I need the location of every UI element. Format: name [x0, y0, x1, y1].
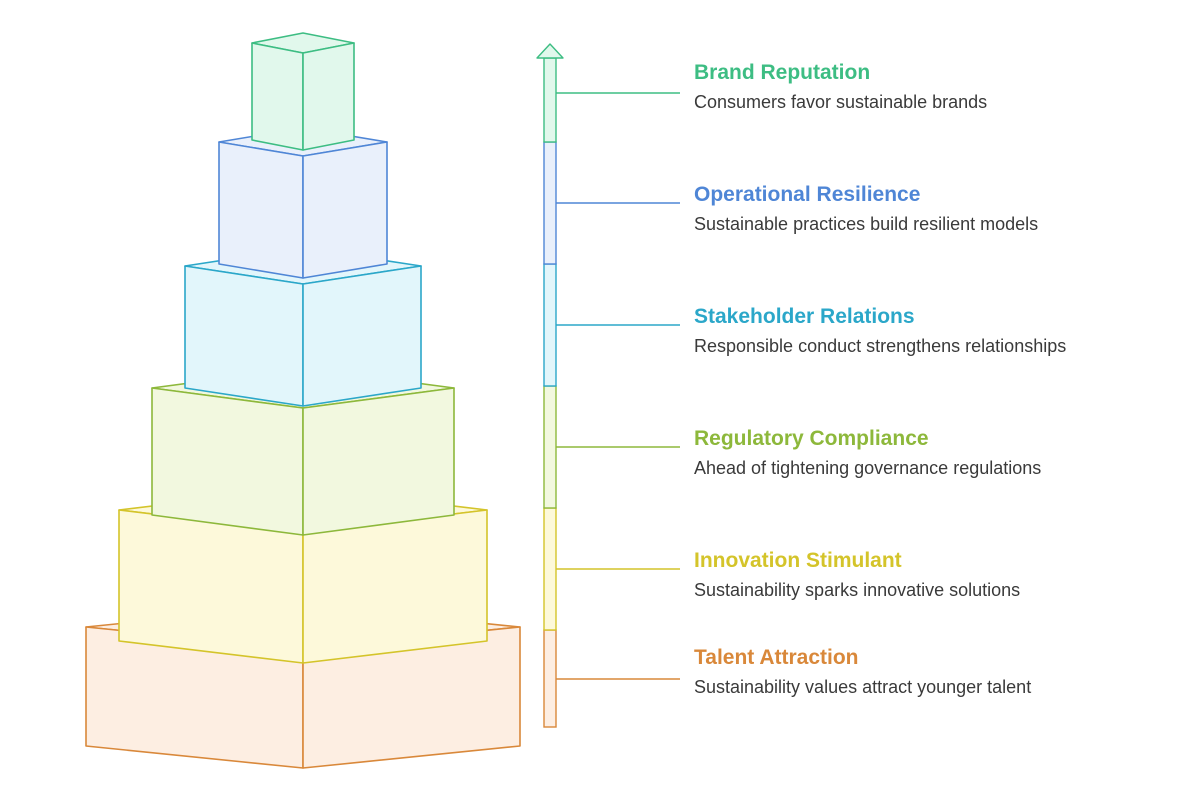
cube-left-face [118, 509, 304, 664]
cube-right-face [302, 42, 355, 151]
progress-arrow [536, 43, 564, 728]
label-stakeholder-relations: Stakeholder Relations Responsible conduc… [694, 304, 1174, 358]
label-talent-attraction: Talent Attraction Sustainability values … [694, 645, 1174, 699]
cube-right-face [302, 387, 455, 536]
cube-left-face [218, 141, 304, 279]
connector-lines [556, 92, 680, 680]
level-description: Sustainable practices build resilient mo… [694, 214, 1039, 234]
level-description: Consumers favor sustainable brands [694, 92, 988, 112]
label-regulatory-compliance: Regulatory Compliance Ahead of tightenin… [694, 426, 1174, 480]
cube-brand-reputation [251, 32, 355, 151]
cube-right-face [302, 141, 388, 279]
level-title: Talent Attraction [694, 646, 859, 669]
level-description: Responsible conduct strengthens relation… [694, 336, 1067, 356]
cube-left-face [184, 265, 304, 407]
arrow-head-icon [536, 43, 564, 59]
level-title: Innovation Stimulant [694, 549, 902, 572]
level-title: Operational Resilience [694, 183, 921, 206]
arrow-segment-stakeholder-relations [543, 263, 557, 387]
level-description: Sustainability sparks innovative solutio… [694, 580, 1021, 600]
arrow-segment-innovation-stimulant [543, 507, 557, 631]
arrow-segment-talent-attraction [543, 629, 557, 728]
cube-right-face [302, 509, 488, 664]
cube-left-face [151, 387, 304, 536]
label-brand-reputation: Brand Reputation Consumers favor sustain… [694, 60, 1174, 114]
arrow-segment-operational-resilience [543, 141, 557, 265]
level-description: Sustainability values attract younger ta… [694, 677, 1032, 697]
level-title: Brand Reputation [694, 61, 871, 84]
cube-right-face [302, 265, 422, 407]
level-title: Stakeholder Relations [694, 305, 915, 328]
arrow-segment-regulatory-compliance [543, 385, 557, 509]
level-title: Regulatory Compliance [694, 427, 929, 450]
label-innovation-stimulant: Innovation Stimulant Sustainability spar… [694, 548, 1174, 602]
arrow-segment-brand-reputation [543, 57, 557, 143]
cube-stack [85, 32, 521, 769]
label-operational-resilience: Operational Resilience Sustainable pract… [694, 182, 1174, 236]
level-description: Ahead of tightening governance regulatio… [694, 458, 1042, 478]
cube-left-face [251, 42, 304, 151]
